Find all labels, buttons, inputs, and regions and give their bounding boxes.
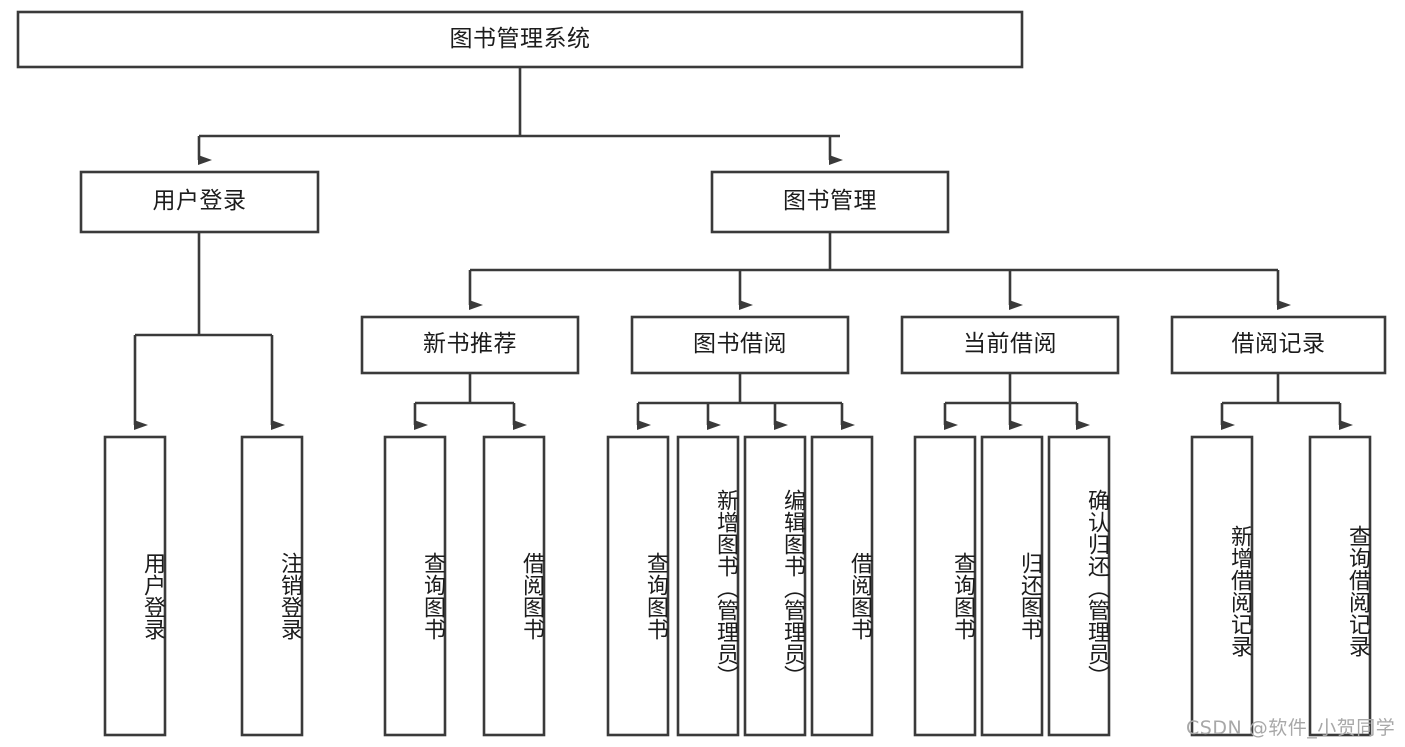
connector-borrowrecord-to-leaves bbox=[1220, 373, 1353, 430]
node-user-login[interactable] bbox=[79, 170, 320, 234]
leaf-box[interactable] bbox=[1047, 435, 1111, 737]
connector-root-to-level2 bbox=[197, 67, 843, 165]
leaf-box[interactable] bbox=[1308, 435, 1372, 737]
connector-userlogin-to-leaves bbox=[133, 232, 285, 430]
node-root[interactable] bbox=[16, 10, 1024, 69]
leaf-box[interactable] bbox=[743, 435, 807, 737]
leaf-box[interactable] bbox=[913, 435, 977, 737]
leaf-box[interactable] bbox=[103, 435, 167, 737]
leaf-box[interactable] bbox=[676, 435, 740, 737]
connector-currentborrow-to-leaves bbox=[943, 373, 1090, 430]
leaf-box[interactable] bbox=[240, 435, 304, 737]
node-book-borrow[interactable] bbox=[630, 315, 850, 375]
node-book-management[interactable] bbox=[710, 170, 950, 234]
node-current-borrow[interactable] bbox=[900, 315, 1120, 375]
leaf-box[interactable] bbox=[1190, 435, 1254, 737]
connector-bookborrow-to-leaves bbox=[636, 373, 855, 430]
connector-bookmgmt-to-level3 bbox=[468, 232, 1291, 310]
leaf-box[interactable] bbox=[482, 435, 546, 737]
leaf-box[interactable] bbox=[383, 435, 447, 737]
node-new-book-recommend[interactable] bbox=[360, 315, 580, 375]
leaf-box[interactable] bbox=[980, 435, 1044, 737]
connector-newbook-to-leaves bbox=[413, 373, 527, 430]
node-borrow-record[interactable] bbox=[1170, 315, 1387, 375]
leaf-box[interactable] bbox=[606, 435, 670, 737]
leaf-box[interactable] bbox=[810, 435, 874, 737]
